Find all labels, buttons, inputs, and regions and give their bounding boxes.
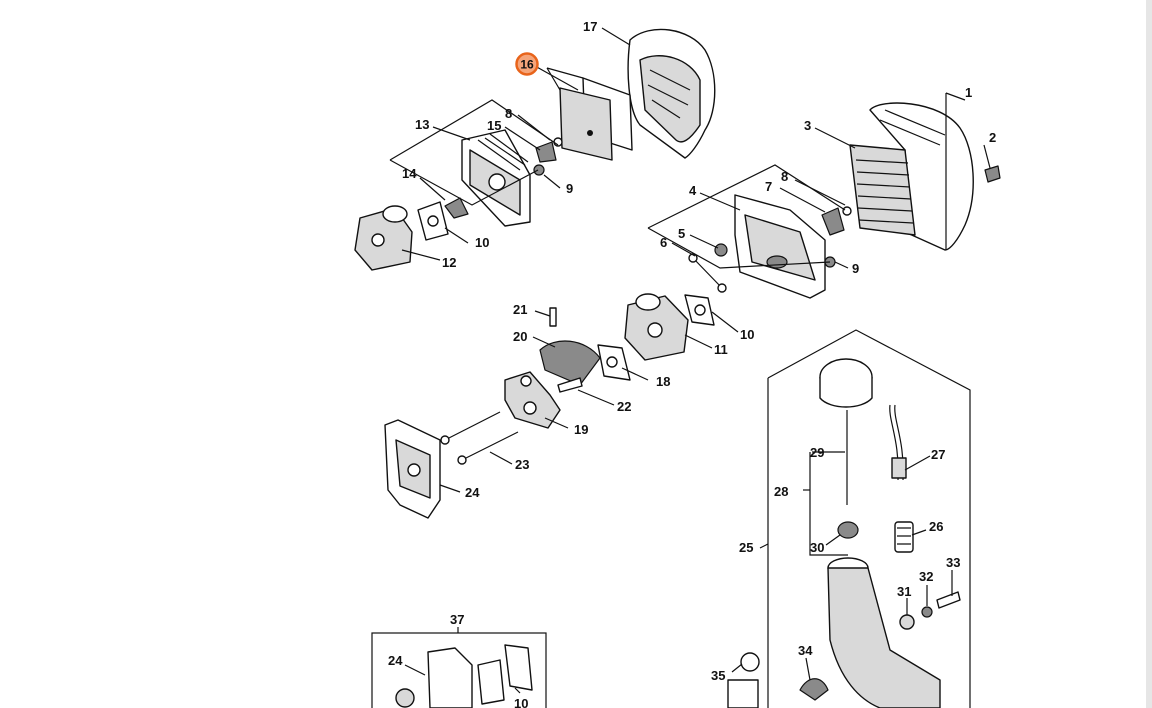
callout-10-a[interactable]: 10 (475, 235, 489, 250)
part-22-screw[interactable] (557, 377, 583, 393)
callout-31[interactable]: 31 (897, 584, 911, 599)
callout-23[interactable]: 23 (515, 457, 529, 472)
callout-labels: 17 13 8 15 14 9 10 12 1 2 3 4 7 8 5 6 9 … (388, 19, 996, 708)
callout-24-a[interactable]: 24 (465, 485, 480, 500)
part-10-gasket-kit[interactable] (504, 644, 533, 691)
callout-7[interactable]: 7 (765, 179, 772, 194)
callout-4[interactable]: 4 (689, 183, 697, 198)
callout-29[interactable]: 29 (810, 445, 824, 460)
part-32-valve[interactable] (921, 606, 933, 618)
part-30-retainer[interactable] (837, 521, 859, 539)
part-7-choke-lever[interactable] (821, 207, 845, 236)
callout-19[interactable]: 19 (574, 422, 588, 437)
callout-33[interactable]: 33 (946, 555, 960, 570)
callout-16-label: 16 (520, 58, 534, 72)
callout-8-a[interactable]: 8 (505, 106, 512, 121)
callout-35[interactable]: 35 (711, 668, 725, 683)
callout-32[interactable]: 32 (919, 569, 933, 584)
fuel-tank-frame (767, 329, 971, 708)
part-6-linkage[interactable] (688, 253, 727, 293)
part-10-gasket-a[interactable] (417, 201, 449, 241)
part-2-screw[interactable] (984, 165, 1001, 183)
part-14-lever[interactable] (444, 197, 469, 219)
part-13-filter-base[interactable] (461, 129, 531, 227)
callout-6[interactable]: 6 (660, 235, 667, 250)
callout-3[interactable]: 3 (804, 118, 811, 133)
part-1-filter-housing[interactable] (849, 102, 974, 251)
callout-9-b[interactable]: 9 (852, 261, 859, 276)
part-decal (727, 679, 759, 708)
callout-9-a[interactable]: 9 (566, 181, 573, 196)
part-5-bushing[interactable] (714, 243, 728, 257)
part-ring-kit[interactable] (395, 688, 415, 708)
kit-37-frame (371, 632, 547, 708)
part-35-grommet[interactable] (740, 652, 760, 672)
callout-10-c[interactable]: 10 (514, 696, 528, 708)
callout-14[interactable]: 14 (402, 166, 417, 181)
part-34-clamp[interactable] (799, 678, 829, 701)
callout-34[interactable]: 34 (798, 643, 813, 658)
callout-25[interactable]: 25 (739, 540, 753, 555)
callout-8-b[interactable]: 8 (781, 169, 788, 184)
part-20-heat-shield[interactable] (539, 340, 601, 386)
callout-21[interactable]: 21 (513, 302, 527, 317)
callout-18[interactable]: 18 (656, 374, 670, 389)
callout-30[interactable]: 30 (810, 540, 824, 555)
scroll-gutter (1146, 0, 1152, 708)
part-25-fuel-tank[interactable] (827, 557, 941, 708)
part-gasket-kit-b[interactable] (477, 659, 505, 705)
callout-27[interactable]: 27 (931, 447, 945, 462)
part-18-gasket[interactable] (597, 344, 631, 381)
part-8-bushing-b[interactable] (842, 206, 852, 216)
part-26-fuel-filter[interactable] (894, 521, 914, 553)
callout-leader-lines (389, 27, 991, 694)
callout-28[interactable]: 28 (774, 484, 788, 499)
part-19-intake-manifold[interactable] (504, 371, 561, 429)
part-4-filter-plate[interactable] (734, 194, 826, 299)
callout-24-b[interactable]: 24 (388, 653, 403, 668)
callout-11[interactable]: 11 (714, 342, 728, 357)
callout-16-highlighted[interactable]: 16 (515, 52, 539, 76)
callout-17[interactable]: 17 (583, 19, 597, 34)
callout-1[interactable]: 1 (965, 85, 972, 100)
callout-2[interactable]: 2 (989, 130, 996, 145)
part-29-cap[interactable] (819, 358, 873, 408)
part-23-bolts[interactable] (440, 411, 519, 465)
callout-22[interactable]: 22 (617, 399, 631, 414)
part-17-filter-cover[interactable] (627, 28, 716, 159)
part-24-heat-plate-kit[interactable] (427, 647, 473, 708)
callout-15[interactable]: 15 (487, 118, 501, 133)
part-11-carburetor-b[interactable] (624, 293, 689, 361)
callout-37[interactable]: 37 (450, 612, 464, 627)
part-21-screw[interactable] (549, 307, 557, 327)
part-12-carburetor-a[interactable] (354, 205, 413, 271)
part-27-fuel-hose[interactable] (889, 404, 907, 481)
part-33-screw[interactable] (936, 591, 961, 609)
part-9-nut-a[interactable] (533, 164, 545, 176)
callout-26[interactable]: 26 (929, 519, 943, 534)
callout-13[interactable]: 13 (415, 117, 429, 132)
callout-5[interactable]: 5 (678, 226, 685, 241)
callout-20[interactable]: 20 (513, 329, 527, 344)
part-16-air-filter[interactable] (559, 77, 633, 161)
callout-12[interactable]: 12 (442, 255, 456, 270)
part-10-gasket-b[interactable] (684, 294, 715, 326)
part-24-heat-plate[interactable] (384, 419, 441, 519)
part-15-choke-lever[interactable] (535, 141, 557, 163)
callout-10-b[interactable]: 10 (740, 327, 754, 342)
part-31-grommet[interactable] (899, 614, 915, 630)
